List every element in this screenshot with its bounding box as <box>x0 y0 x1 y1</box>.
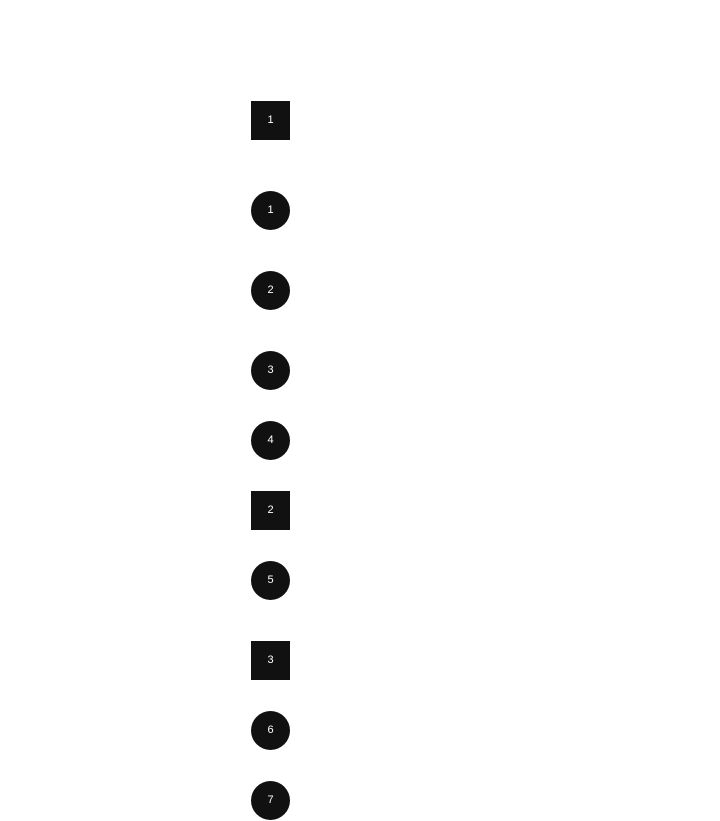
circle-marker-4[interactable]: 4 <box>251 421 290 460</box>
marker-label: 3 <box>267 654 274 666</box>
marker-label: 4 <box>267 434 274 446</box>
circle-marker-2[interactable]: 2 <box>251 271 290 310</box>
marker-label: 7 <box>267 794 274 806</box>
marker-label: 2 <box>267 284 274 296</box>
circle-marker-6[interactable]: 6 <box>251 711 290 750</box>
circle-marker-7[interactable]: 7 <box>251 781 290 820</box>
marker-label: 2 <box>267 504 274 516</box>
marker-label: 1 <box>267 114 274 126</box>
marker-label: 6 <box>267 724 274 736</box>
circle-marker-3[interactable]: 3 <box>251 351 290 390</box>
marker-label: 3 <box>267 364 274 376</box>
square-marker-3[interactable]: 3 <box>251 641 290 680</box>
square-marker-2[interactable]: 2 <box>251 491 290 530</box>
circle-marker-1[interactable]: 1 <box>251 191 290 230</box>
marker-label: 5 <box>267 574 274 586</box>
marker-label: 1 <box>267 204 274 216</box>
square-marker-1[interactable]: 1 <box>251 101 290 140</box>
circle-marker-5[interactable]: 5 <box>251 561 290 600</box>
